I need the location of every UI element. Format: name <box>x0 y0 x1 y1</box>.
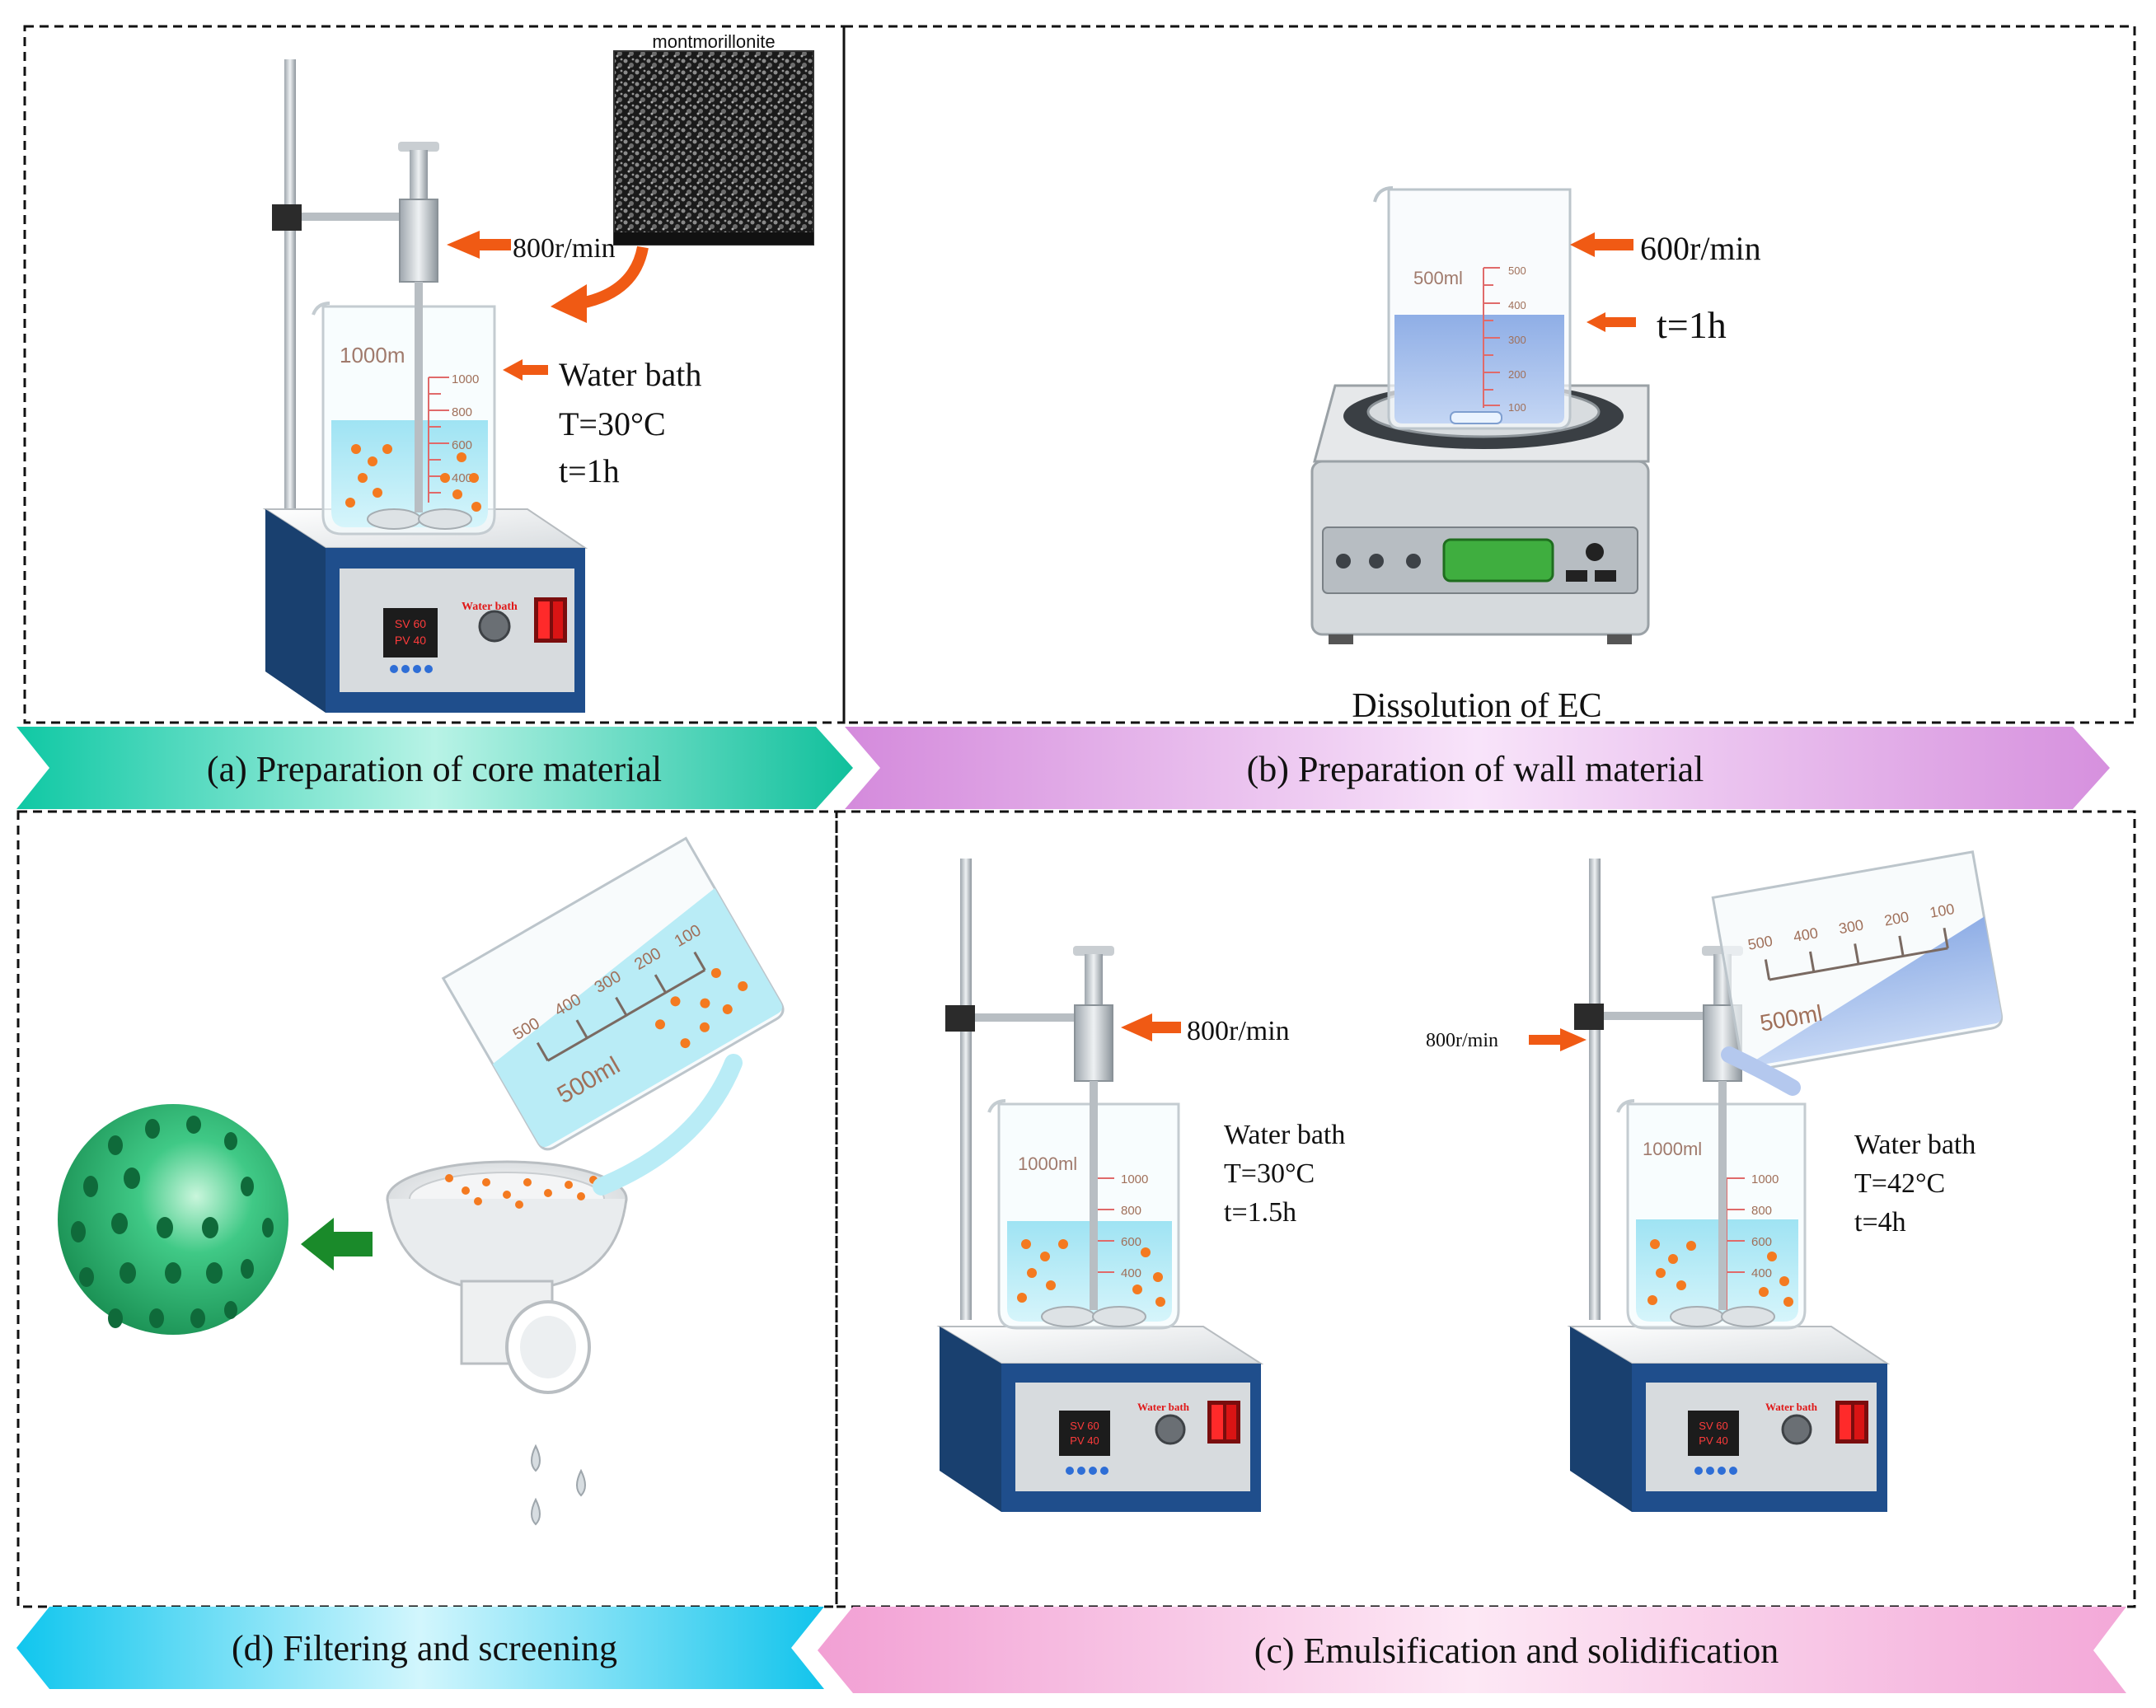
stirrer-motor <box>399 199 438 283</box>
panel-a-frame <box>23 25 846 724</box>
beaker-water <box>331 420 488 527</box>
stand-rod <box>284 59 296 537</box>
c-right-cond-line1: Water bath <box>1854 1130 1976 1160</box>
power-switch <box>538 601 550 639</box>
speed-arrow <box>478 239 511 250</box>
stirrer-shaft <box>415 282 423 512</box>
condition-line2: T=30°C <box>559 405 666 442</box>
c-left-speed: 800r/min <box>1187 1016 1290 1046</box>
beaker-b-label: 500ml <box>1413 268 1463 288</box>
b-caption: Dissolution of EC <box>1352 687 1601 725</box>
c-left-beaker-label: 1000ml <box>1018 1153 1077 1174</box>
b-time-label: t=1h <box>1657 304 1727 346</box>
banner-b-label: (b) Preparation of wall material <box>1247 749 1704 789</box>
c-right-display-pv: PV 40 <box>1699 1434 1727 1447</box>
stirrer-neck <box>410 150 428 199</box>
pouring-beaker-d: 500 400 300 200 100 500ml <box>441 836 785 1151</box>
c-left-tick-400: 400 <box>1121 1266 1141 1280</box>
b-speed-label: 600r/min <box>1640 230 1761 267</box>
c-left-tick-1000: 1000 <box>1121 1172 1148 1186</box>
b-time-arrow <box>1603 317 1636 327</box>
c-right-beaker-label: 1000ml <box>1643 1139 1702 1159</box>
b-tick-200: 200 <box>1508 368 1526 381</box>
c-left-cond-line2: T=30°C <box>1224 1158 1315 1189</box>
stirrer-cap <box>398 142 439 152</box>
b-speed-arrow <box>1592 239 1633 250</box>
b-tick-100: 100 <box>1508 401 1526 414</box>
c-right-cond-line2: T=42°C <box>1854 1168 1945 1199</box>
c-left-display-sv: SV 60 <box>1070 1420 1099 1432</box>
setup-c-right: SV 60 PV 40 Water bath 1000ml 1000 800 6… <box>1426 850 2004 1512</box>
c-right-tick-1000: 1000 <box>1751 1172 1779 1186</box>
display-sv: SV 60 <box>395 617 426 630</box>
green-arrow <box>330 1232 373 1256</box>
tick-1000: 1000 <box>452 372 479 386</box>
hotplate-side <box>265 509 326 713</box>
tick-600: 600 <box>452 438 472 452</box>
panel-b: 500ml 500 400 300 200 100 600r/min t=1h … <box>1310 186 1761 725</box>
stir-bar <box>1450 411 1502 424</box>
panel-c: SV 60 PV 40 Water bath 1000ml 1000 800 6… <box>936 850 2004 1512</box>
tick-800: 800 <box>452 405 472 419</box>
c-right-cond-line3: t=4h <box>1854 1207 1906 1238</box>
c-right-display-sv: SV 60 <box>1699 1420 1727 1432</box>
pour-stream-d <box>593 1054 743 1196</box>
device-label: Water bath <box>462 601 518 613</box>
c-right-speed: 800r/min <box>1426 1030 1498 1051</box>
banner-d <box>16 1607 824 1689</box>
b-tick-300: 300 <box>1508 334 1526 346</box>
condition-line1: Water bath <box>559 356 701 393</box>
lcd-display <box>1442 538 1554 583</box>
c-right-device-label: Water bath <box>1765 1401 1818 1413</box>
c-left-cond-line3: t=1.5h <box>1224 1197 1296 1228</box>
stirrer-paddle-right <box>418 508 472 530</box>
panel-b-frame <box>842 25 2136 724</box>
banner-d-label: (d) Filtering and screening <box>232 1628 617 1668</box>
setup-c-left: SV 60 PV 40 Water bath 1000ml 1000 800 6… <box>936 859 1345 1512</box>
banner-a-label: (a) Preparation of core material <box>207 749 662 789</box>
banner-c <box>818 1607 2126 1693</box>
tick-400: 400 <box>452 471 472 485</box>
c-right-tick-800: 800 <box>1751 1204 1772 1218</box>
drop-2 <box>576 1468 586 1497</box>
drop-3 <box>531 1497 541 1526</box>
condition-line3: t=1h <box>559 452 620 489</box>
b-tick-400: 400 <box>1508 299 1526 311</box>
panel-c-frame <box>835 810 2136 1608</box>
c-left-tick-600: 600 <box>1121 1235 1141 1249</box>
stirrer-paddle-left <box>367 508 421 530</box>
temp-display <box>383 608 438 657</box>
beaker-b-liquid <box>1394 315 1564 423</box>
clamp-arm <box>284 213 408 221</box>
curved-arrow <box>579 246 649 309</box>
panel-a: SV 60 PV 40 Water bath 1000m 1000 800 60… <box>262 31 814 713</box>
c-left-tick-800: 800 <box>1121 1204 1141 1218</box>
c-left-display-pv: PV 40 <box>1070 1434 1099 1447</box>
c-left-device-label: Water bath <box>1137 1401 1190 1413</box>
banner-c-label: (c) Emulsification and solidification <box>1254 1631 1779 1671</box>
display-pv: PV 40 <box>395 634 426 647</box>
inset-label: montmorillonite <box>652 31 775 52</box>
banner-b <box>845 727 2110 809</box>
sem-inset <box>613 50 814 246</box>
drop-1 <box>531 1444 541 1472</box>
control-knob <box>478 610 511 643</box>
funnel-body <box>386 1198 628 1287</box>
c-left-cond-line1: Water bath <box>1224 1120 1345 1150</box>
knob-b <box>1586 543 1604 561</box>
sphere-pores <box>71 1116 274 1328</box>
particles <box>345 444 481 512</box>
porous-sphere <box>58 1104 288 1335</box>
clamp-block <box>272 204 302 231</box>
banner-a <box>16 727 853 809</box>
pouring-beaker-c: 500 400 300 200 100 500ml <box>1711 850 2004 1072</box>
panel-d: 500 400 300 200 100 500ml <box>58 836 785 1526</box>
c-right-tick-600: 600 <box>1751 1235 1772 1249</box>
c-right-tick-400: 400 <box>1751 1266 1772 1280</box>
beaker-label: 1000m <box>340 343 405 367</box>
b-tick-500: 500 <box>1508 264 1526 277</box>
speed-label: 800r/min <box>513 233 616 264</box>
condition-arrow <box>519 365 548 375</box>
